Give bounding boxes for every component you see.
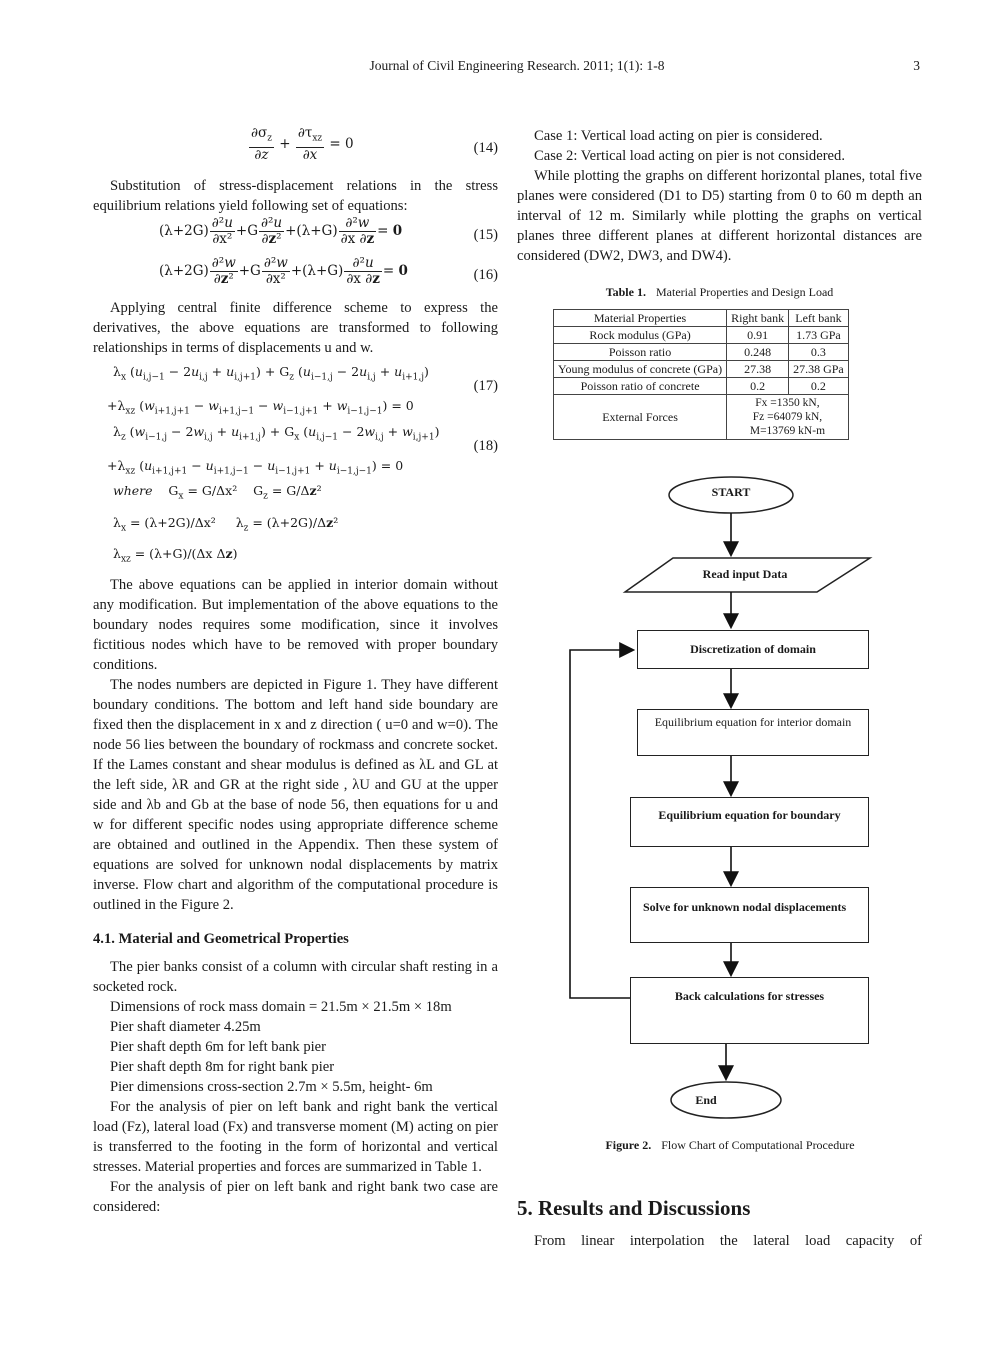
paragraph: The pier banks consist of a column with … [93,958,498,995]
page-number: 3 [913,58,920,73]
dimension-item: Pier shaft depth 8m for right bank pier [110,1058,335,1075]
paragraph: Substitution of stress-displacement rela… [93,178,498,214]
paragraph: The above equations can be applied in in… [93,576,498,673]
case-item: Case 2: Vertical load acting on pier is … [534,148,845,164]
table-caption: Table 1.Material Properties and Design L… [605,285,834,299]
paragraph: For the analysis of pier on left bank an… [93,1098,498,1175]
equation-15: (λ+2G)∂²u∂x²+G∂²u∂z²+(λ+G)∂²w∂x ∂z= 0 (1… [159,215,498,247]
table-row: Rock modulus (GPa) 0.91 1.73 GPa [552,326,849,344]
equation-18: λz (wi−1,j − 2wi,j + ui+1,j) + Gx (ui,j−… [107,424,498,476]
material-properties-table: Material Properties Right bank Left bank… [552,309,849,440]
paragraph: The nodes numbers are depicted in Figure… [93,676,498,913]
figure-caption: Figure 2.Flow Chart of Computational Pro… [605,1138,855,1152]
flow-end: End [695,1093,717,1107]
equation-17: λx (ui,j−1 − 2ui,j + ui,j+1) + Gz (ui−1,… [107,364,498,416]
dimension-item: Dimensions of rock mass domain = 21.5m ×… [110,998,452,1015]
flow-solve: Solve for unknown nodal displacements [630,887,869,943]
flow-discretization: Discretization of domain [637,630,869,669]
end-terminal-shape [670,1081,782,1119]
table-row-external-forces: External Forces Fx =1350 kN, Fz =64079 k… [552,394,849,440]
flow-read-input: Read input Data [702,567,788,581]
section-heading-4-1: 4.1. Material and Geometrical Properties [93,930,349,947]
right-column: Case 1: Vertical load acting on pier is … [517,126,922,440]
case-item: Case 1: Vertical load acting on pier is … [534,128,823,144]
dimension-item: Pier shaft depth 6m for left bank pier [110,1038,327,1055]
equation-definitions: where Gx = G/Δx² Gz = G/Δz² λx = (λ+2G)/… [113,483,339,565]
dimension-item: Pier shaft diameter 4.25m [110,1018,261,1035]
table-header-row: Material Properties Right bank Left bank [552,309,849,327]
table-row: Poisson ratio 0.248 0.3 [552,343,849,361]
flowchart-figure-2: START Read input Data Discretization of … [560,470,900,1130]
paragraph: Applying central finite difference schem… [93,300,498,356]
table-row: Young modulus of concrete (GPa) 27.38 27… [552,360,849,378]
results-section: 5. Results and Discussions From linear i… [517,1196,922,1250]
paragraph: While plotting the graphs on different h… [517,168,922,264]
journal-title: Journal of Civil Engineering Research. 2… [369,58,665,73]
input-parallelogram-shape [622,557,873,593]
flow-start: START [711,485,751,499]
dimension-item: Pier dimensions cross-section 2.7m × 5.5… [110,1078,433,1095]
left-column: ∂σz∂z + ∂τxz∂x = 0 (14) Substitution of … [93,126,498,1217]
table-row: Poisson ratio of concrete 0.2 0.2 [552,377,849,395]
flow-boundary-equation: Equilibrium equation for boundary [630,797,869,847]
flowchart-connectors [569,476,873,1119]
equation-14: ∂σz∂z + ∂τxz∂x = 0 (14) [249,125,498,163]
paragraph: From linear interpolation the lateral lo… [534,1233,922,1249]
paragraph: For the analysis of pier on left bank an… [93,1178,498,1215]
flow-interior-equation: Equilibrium equation for interior domain [637,709,869,756]
flow-back-calculations: Back calculations for stresses [630,977,869,1044]
equation-16: (λ+2G)∂²w∂z²+G∂²w∂x²+(λ+G)∂²u∂x ∂z= 0 (1… [159,255,498,287]
section-heading-5: 5. Results and Discussions [517,1196,751,1220]
